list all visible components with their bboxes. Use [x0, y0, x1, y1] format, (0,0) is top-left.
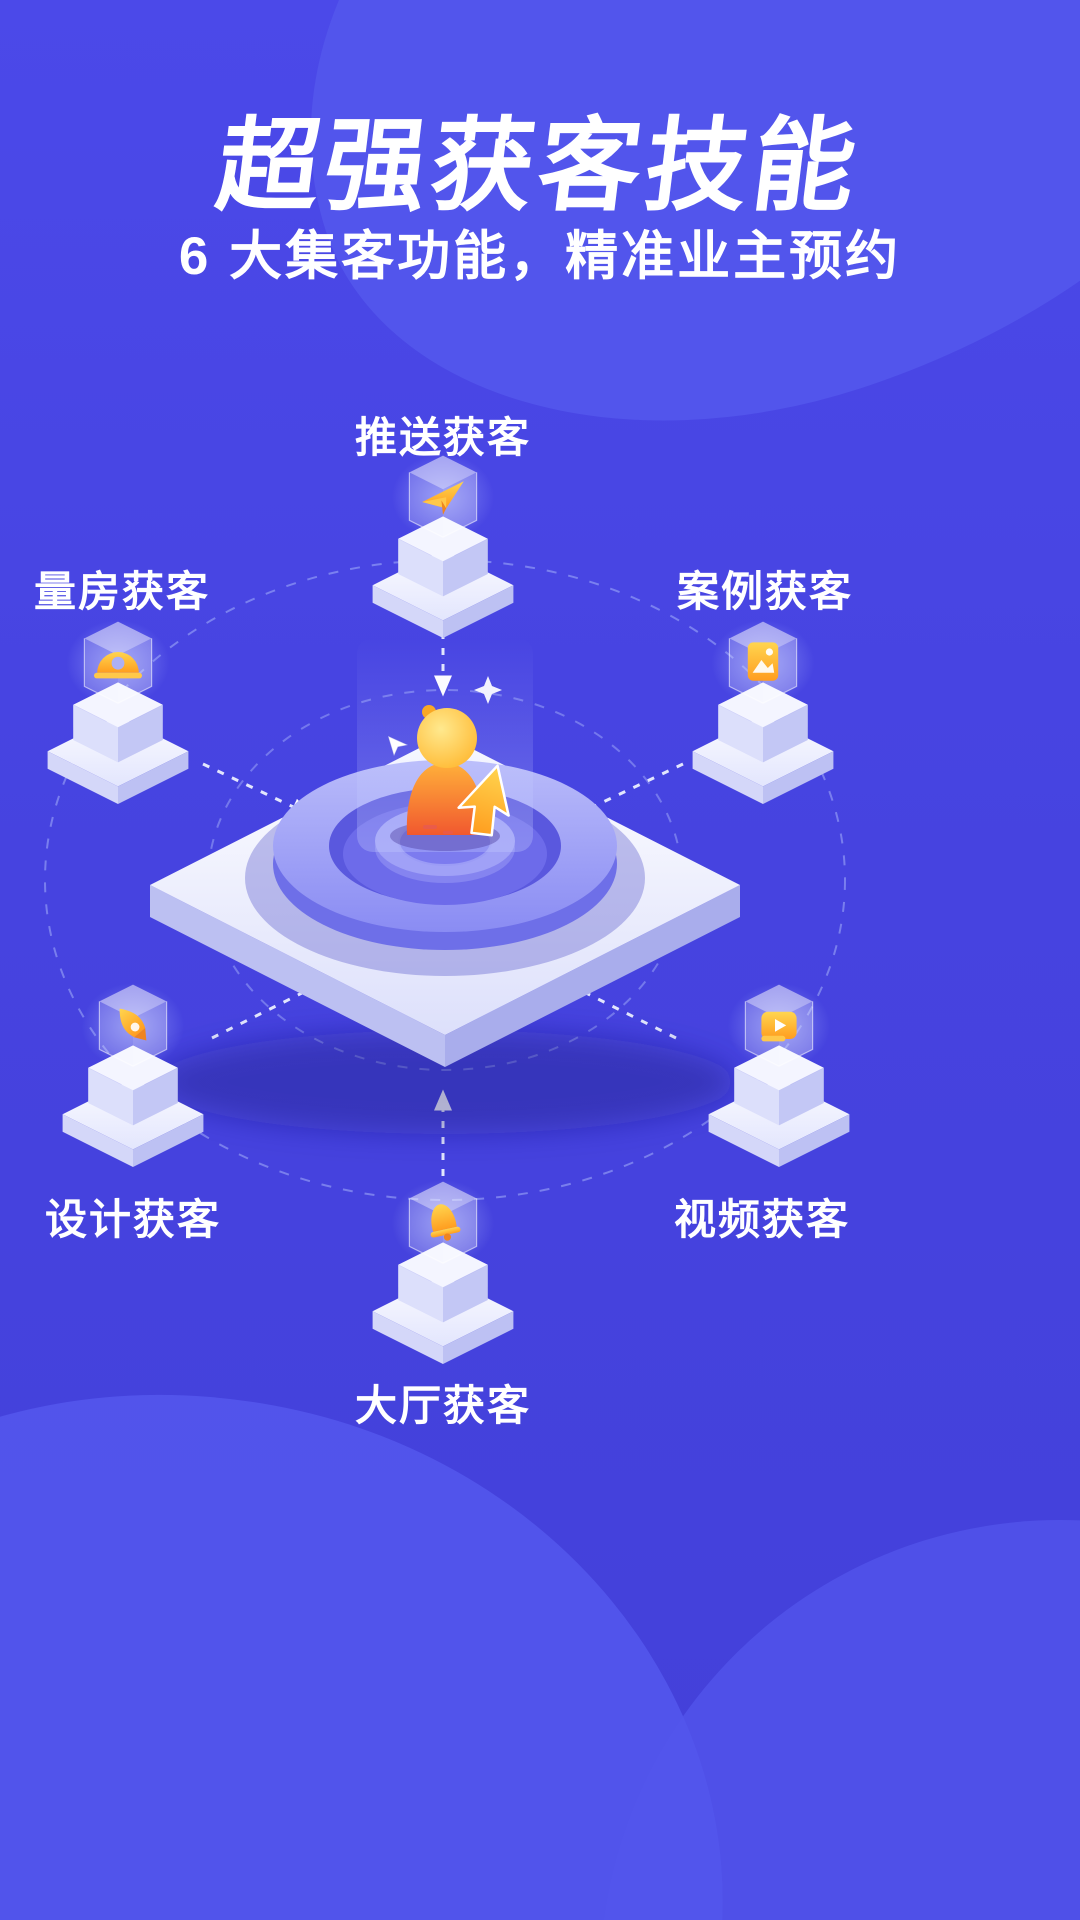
node-label-video: 视频获客 [673, 1196, 851, 1243]
feature-node-push [363, 446, 523, 638]
pedestal [38, 612, 198, 804]
pedestal [363, 446, 523, 638]
pedestal [683, 612, 843, 804]
feature-node-measure [38, 612, 198, 804]
person-head [417, 708, 477, 768]
pedestal [53, 975, 213, 1167]
node-label-hall: 大厅获客 [354, 1382, 532, 1429]
arrow-icon [457, 764, 510, 837]
platform-shadow [155, 1030, 735, 1134]
feature-node-design [53, 975, 213, 1167]
hub-illustration [150, 638, 740, 1134]
cursor-icon [387, 735, 410, 758]
node-label-measure: 量房获客 [33, 568, 211, 615]
picture-icon [748, 642, 778, 680]
node-label-case: 案例获客 [676, 568, 854, 615]
character [387, 705, 510, 851]
node-label-push: 推送获客 [354, 414, 532, 461]
pedestal [363, 1172, 523, 1364]
video-icon [761, 1012, 796, 1042]
page-subtitle: 6 大集客功能，精准业主预约 [178, 227, 902, 286]
feature-node-video [699, 975, 859, 1167]
connector-left [202, 762, 313, 816]
person-icon [406, 763, 484, 835]
node-label-design: 设计获客 [44, 1196, 222, 1243]
feature-node-case [683, 612, 843, 804]
feature-node-hall [363, 1172, 523, 1364]
pedestal [699, 975, 859, 1167]
